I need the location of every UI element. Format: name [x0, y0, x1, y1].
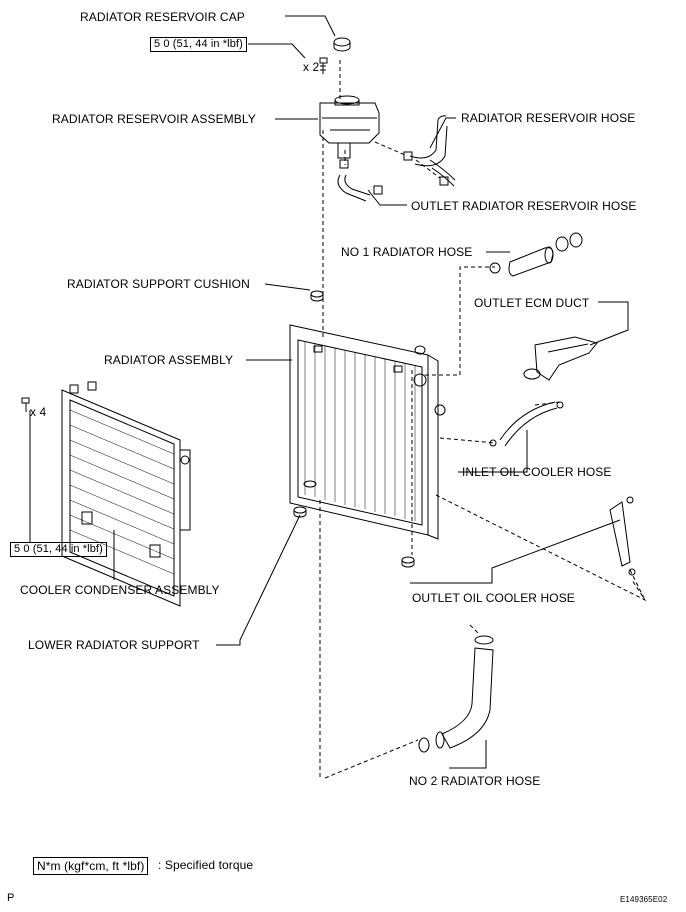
bolt-part — [319, 57, 328, 74]
label-outlet-ecm-duct: OUTLET ECM DUCT — [474, 296, 590, 310]
bolt-part — [21, 397, 30, 412]
legend-unit-box: N*m (kgf*cm, ft *lbf) — [33, 857, 149, 875]
figure-code: E149365E02 — [620, 895, 668, 904]
inlet-oil-cooler-hose-part — [489, 401, 564, 447]
label-cooler-condenser: COOLER CONDENSER ASSEMBLY — [20, 583, 220, 597]
label-support-cushion: RADIATOR SUPPORT CUSHION — [67, 277, 250, 291]
torque-spec-top: 5 0 (51, 44 in *lbf) — [150, 37, 247, 52]
no1-hose-part — [489, 232, 583, 277]
label-lower-support: LOWER RADIATOR SUPPORT — [28, 638, 200, 652]
label-inlet-oil-cooler-hose: INLET OIL COOLER HOSE — [462, 465, 612, 479]
reservoir-cap-part — [333, 37, 351, 52]
torque-spec-bottom: 5 0 (51, 44 in *lbf) — [10, 542, 107, 557]
no2-hose-part — [418, 635, 494, 753]
ecm-duct-part — [523, 336, 598, 381]
reservoir-hose-part — [403, 115, 456, 187]
label-outlet-reservoir-hose: OUTLET RADIATOR RESERVOIR HOSE — [411, 199, 637, 213]
legend-unit-text: : Specified torque — [158, 858, 254, 872]
support-cushion-part — [310, 290, 324, 302]
outlet-oil-cooler-hose-part — [609, 496, 636, 576]
label-radiator-assembly: RADIATOR ASSEMBLY — [104, 353, 234, 367]
outlet-reservoir-hose-part — [337, 159, 383, 202]
lower-support-part — [293, 506, 307, 518]
condenser-part — [61, 381, 191, 607]
qty-left: x 4 — [30, 405, 47, 419]
label-no1-hose: NO 1 RADIATOR HOSE — [341, 245, 473, 259]
label-reservoir-hose: RADIATOR RESERVOIR HOSE — [461, 111, 636, 125]
qty-top: x 2 — [303, 60, 320, 74]
page-code: P — [7, 892, 15, 904]
assembly-lines — [319, 60, 647, 779]
radiator-part — [289, 324, 446, 568]
reservoir-tank-part — [319, 95, 380, 159]
label-outlet-oil-cooler-hose: OUTLET OIL COOLER HOSE — [412, 591, 575, 605]
label-reservoir-assembly: RADIATOR RESERVOIR ASSEMBLY — [52, 112, 256, 126]
label-no2-hose: NO 2 RADIATOR HOSE — [409, 774, 541, 788]
leader-lines — [29, 15, 629, 769]
label-reservoir-cap: RADIATOR RESERVOIR CAP — [80, 10, 245, 24]
